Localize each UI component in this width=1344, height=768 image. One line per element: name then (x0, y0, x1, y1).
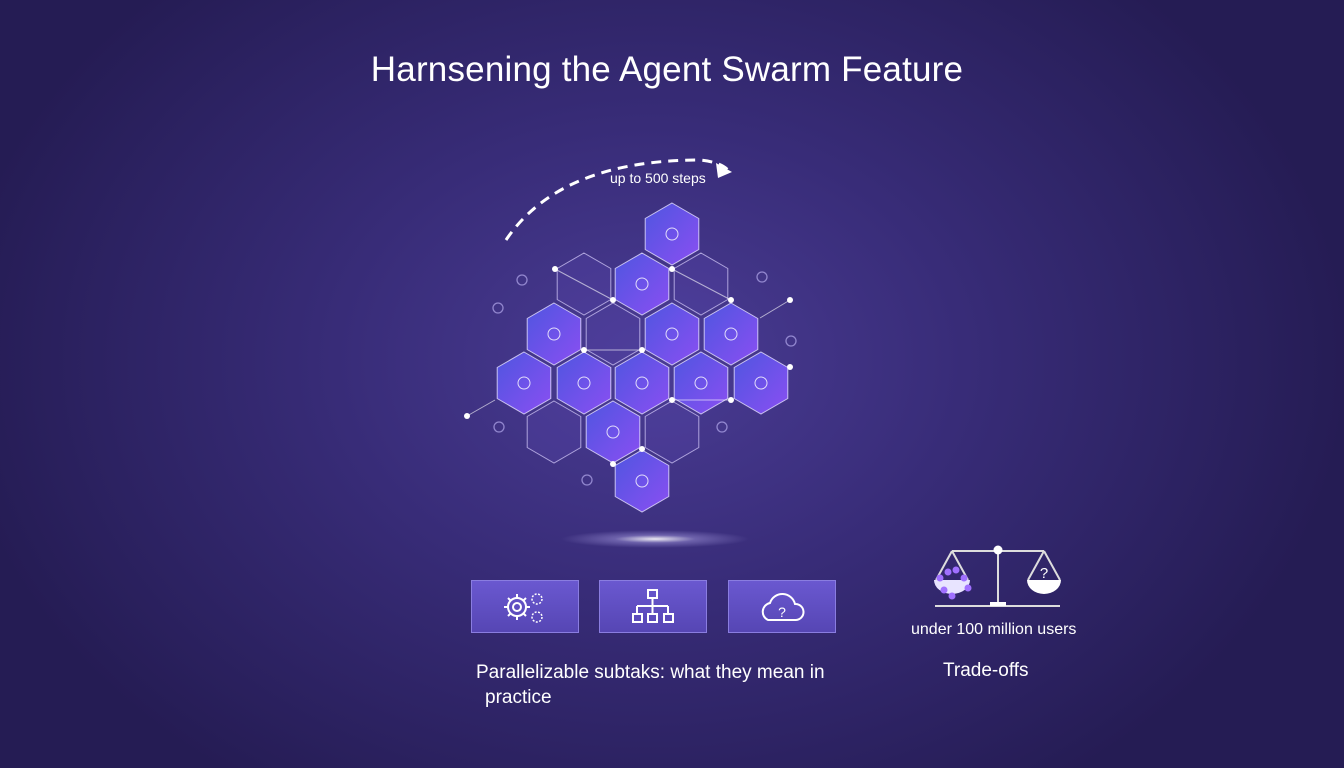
junction-dot (728, 397, 734, 403)
hex-node (635, 474, 649, 488)
agent-hex (496, 351, 552, 415)
agent-hex (614, 351, 670, 415)
base-glow (560, 530, 750, 548)
hex-node (754, 376, 768, 390)
floating-ring (785, 335, 797, 347)
agent-hex (644, 202, 700, 266)
hex-node (635, 376, 649, 390)
steps-label: up to 500 steps (610, 170, 706, 186)
users-label: under 100 million users (911, 621, 1077, 638)
parallel-subtasks-caption: Parallelizable subtaks: what they mean i… (476, 660, 825, 710)
hex-node (665, 327, 679, 341)
svg-text:?: ? (1040, 565, 1048, 582)
hex-node (517, 376, 531, 390)
caption-line-1: Parallelizable subtaks: what they mean i… (476, 662, 825, 683)
svg-text:?: ? (778, 604, 786, 620)
hex-node (665, 227, 679, 241)
hierarchy-icon (632, 588, 674, 623)
floating-ring (756, 271, 768, 283)
junction-dot (552, 266, 558, 272)
cloud-question-icon: ? (761, 592, 805, 621)
floating-ring (492, 302, 504, 314)
hex-outline (526, 400, 582, 464)
floating-ring (493, 421, 505, 433)
agent-hex (556, 351, 612, 415)
hex-node (635, 277, 649, 291)
gears-icon (504, 592, 543, 623)
agent-hex (703, 302, 759, 366)
page-title: Harnsening the Agent Swarm Feature (370, 50, 964, 89)
hex-node (606, 425, 620, 439)
agent-hex (526, 302, 582, 366)
caption-line-2: practice (485, 687, 552, 708)
junction-dot (581, 347, 587, 353)
junction-dot (669, 397, 675, 403)
junction-dot (787, 364, 793, 370)
junction-dot (728, 297, 734, 303)
junction-dot (464, 413, 470, 419)
agent-hex (614, 252, 670, 316)
junction-dot (669, 266, 675, 272)
hex-node (577, 376, 591, 390)
cloud-question-card[interactable]: ? (728, 580, 836, 633)
junction-dot (610, 297, 616, 303)
junction-dot (639, 446, 645, 452)
hierarchy-card[interactable] (599, 580, 707, 633)
hex-node (724, 327, 738, 341)
steps-arc-arrow (504, 158, 730, 241)
arrow-head-icon (716, 163, 732, 178)
hex-outline (644, 400, 700, 464)
junction-dot (639, 347, 645, 353)
agent-hex (673, 351, 729, 415)
hex-node (694, 376, 708, 390)
gears-card[interactable] (471, 580, 579, 633)
floating-ring (716, 421, 728, 433)
floating-ring (516, 274, 528, 286)
junction-dot (610, 461, 616, 467)
junction-dot (787, 297, 793, 303)
hex-node (547, 327, 561, 341)
agent-hex (644, 302, 700, 366)
floating-ring (581, 474, 593, 486)
tradeoffs-label: Trade-offs (943, 660, 1029, 681)
